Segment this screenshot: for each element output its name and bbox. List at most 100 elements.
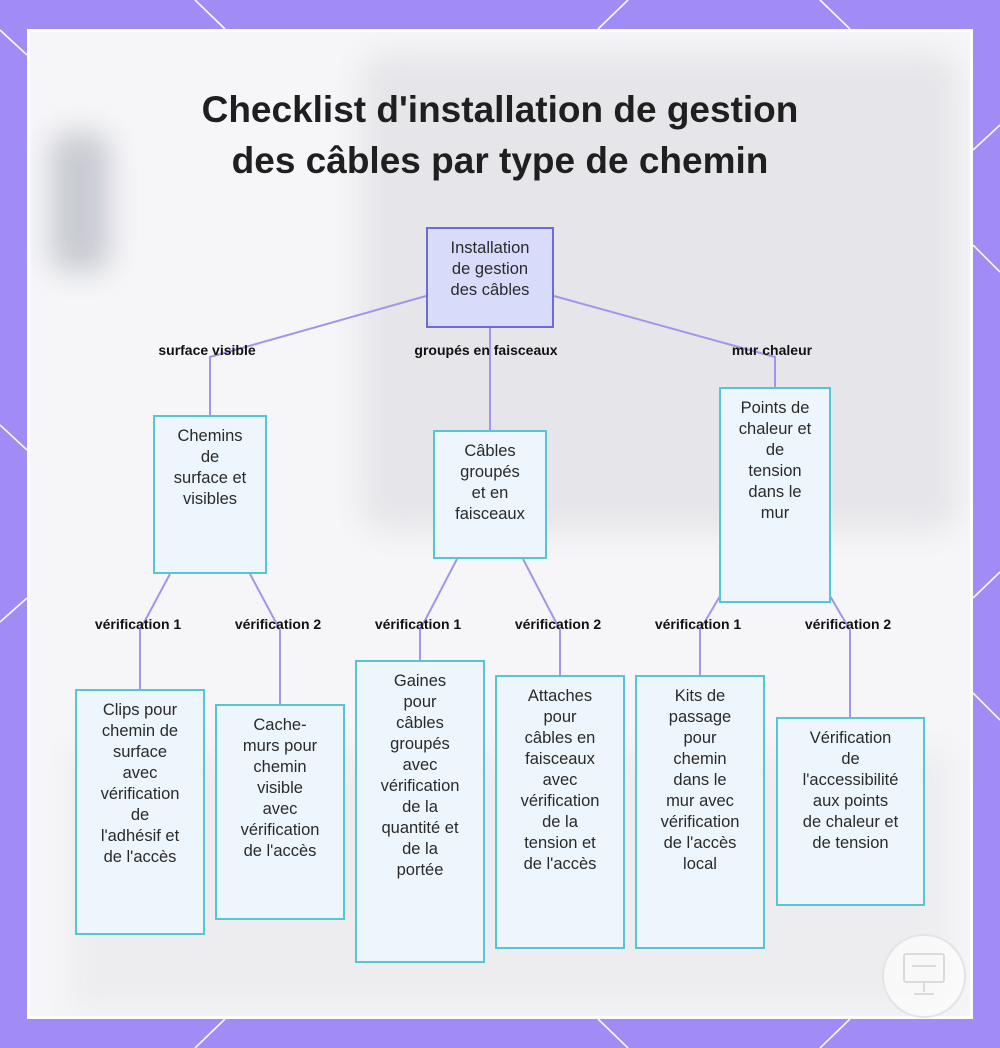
node-line: vérification — [380, 777, 460, 795]
node-line: mur avec — [666, 792, 734, 810]
page-title: Checklist d'installation de gestion des … — [0, 84, 1000, 186]
edge-groupes-gaines — [419, 558, 458, 661]
node-line: faisceaux — [455, 505, 525, 523]
node-line: Clips pour — [102, 701, 178, 719]
node-line: portée — [396, 861, 444, 879]
node-line: avec — [542, 771, 578, 789]
node-line: de — [765, 441, 785, 459]
node-line: visible — [257, 779, 303, 797]
node-line: de l'accès — [663, 834, 737, 852]
node-line: de l'accès — [523, 855, 597, 873]
edge-label-mur-chaleur: mur chaleur — [731, 342, 813, 358]
node-line: pour — [403, 693, 437, 711]
edge-label-groupes-faisceaux: groupés en faisceaux — [414, 342, 558, 358]
node-line: vérification — [240, 821, 320, 839]
node-line: de — [841, 750, 860, 768]
node-line: visibles — [182, 490, 238, 508]
node-line: Câbles — [464, 442, 516, 460]
node-line: tension et — [524, 834, 596, 852]
node-line: faisceaux — [525, 750, 595, 768]
node-line: de — [200, 448, 220, 466]
node-line: surface et — [173, 469, 247, 487]
node-line: Kits de — [674, 687, 726, 705]
node-line: de la — [402, 798, 438, 816]
node-attaches: Attaches pour câbles en faisceaux avec v… — [495, 675, 625, 949]
node-line: dans le — [673, 771, 727, 789]
node-line: et en — [471, 484, 509, 502]
node-line: dans le — [748, 483, 802, 501]
node-kits-passage: Kits de passage pour chemin dans le mur … — [635, 675, 765, 949]
node-line: l'adhésif et — [100, 827, 180, 845]
node-line: avec — [402, 756, 438, 774]
node-clips-surface: Clips pour chemin de surface avec vérifi… — [75, 689, 205, 935]
node-cables-groupes: Câbles groupés et en faisceaux — [433, 430, 547, 559]
node-root-installation: Installation de gestion des câbles — [426, 227, 554, 328]
node-line: de l'accès — [243, 842, 317, 860]
node-line: Gaines — [393, 672, 447, 690]
node-line: aux points — [812, 792, 889, 810]
node-line: Attaches — [527, 687, 593, 705]
edge-label-verification-2: vérification 2 — [514, 616, 602, 632]
edge-root-mur — [553, 295, 776, 387]
node-line: mur — [760, 504, 790, 522]
node-line: chemin de — [101, 722, 179, 740]
node-line: avec — [122, 764, 158, 782]
node-line: groupés — [460, 463, 520, 481]
node-line: Vérification — [809, 729, 892, 747]
node-cache-murs: Cache- murs pour chemin visible avec vér… — [215, 704, 345, 920]
edge-label-verification-1: vérification 1 — [654, 616, 742, 632]
watermark-logo — [882, 934, 966, 1018]
node-line: des câbles — [450, 281, 530, 299]
edge-label-verification-2: vérification 2 — [234, 616, 322, 632]
node-line: de l'accès — [103, 848, 177, 866]
edge-label-surface-visible: surface visible — [158, 342, 256, 358]
edge-label-verification-1: vérification 1 — [94, 616, 182, 632]
node-line: de la — [542, 813, 578, 831]
node-line: chemin — [673, 750, 727, 768]
edge-surface-clips — [139, 573, 171, 690]
edge-root-surface — [209, 295, 427, 415]
node-line: chaleur et — [738, 420, 812, 438]
node-line: surface — [112, 743, 168, 761]
node-line: murs pour — [242, 737, 318, 755]
node-line: local — [683, 855, 717, 873]
node-verification-accessibilite: Vérification de l'accessibilité aux poin… — [776, 717, 925, 906]
node-line: l'accessibilité — [802, 771, 899, 789]
node-line: Installation — [450, 239, 530, 257]
edge-mur-access — [829, 595, 851, 718]
edge-label-verification-1: vérification 1 — [374, 616, 462, 632]
node-line: Chemins — [177, 427, 243, 445]
node-points-chaleur: Points de chaleur et de tension dans le … — [719, 387, 831, 603]
node-line: vérification — [100, 785, 180, 803]
title-line: Checklist d'installation de gestion — [201, 89, 799, 130]
node-line: vérification — [520, 792, 600, 810]
node-line: de gestion — [451, 260, 529, 278]
node-line: groupés — [390, 735, 450, 753]
node-line: quantité et — [381, 819, 459, 837]
node-line: pour — [543, 708, 577, 726]
edge-groupes-attaches — [522, 558, 561, 676]
node-gaines: Gaines pour câbles groupés avec vérifica… — [355, 660, 485, 963]
node-line: chemin — [253, 758, 307, 776]
node-line: tension — [748, 462, 802, 480]
node-line: câbles — [396, 714, 444, 732]
background-photo-blur — [50, 132, 110, 272]
node-line: de la — [402, 840, 438, 858]
edge-surface-cache — [249, 573, 281, 704]
node-line: avec — [262, 800, 298, 818]
node-line: câbles en — [524, 729, 596, 747]
node-line: passage — [668, 708, 732, 726]
edge-label-verification-2: vérification 2 — [804, 616, 892, 632]
title-line: des câbles par type de chemin — [231, 140, 769, 181]
node-line: vérification — [660, 813, 740, 831]
node-line: Cache- — [253, 716, 307, 734]
node-line: de tension — [812, 834, 889, 852]
node-line: de chaleur et — [802, 813, 899, 831]
node-line: de — [130, 806, 150, 824]
node-chemins-surface: Chemins de surface et visibles — [153, 415, 267, 574]
node-line: pour — [683, 729, 717, 747]
node-line: Points de — [740, 399, 810, 417]
monitor-icon — [903, 953, 945, 995]
